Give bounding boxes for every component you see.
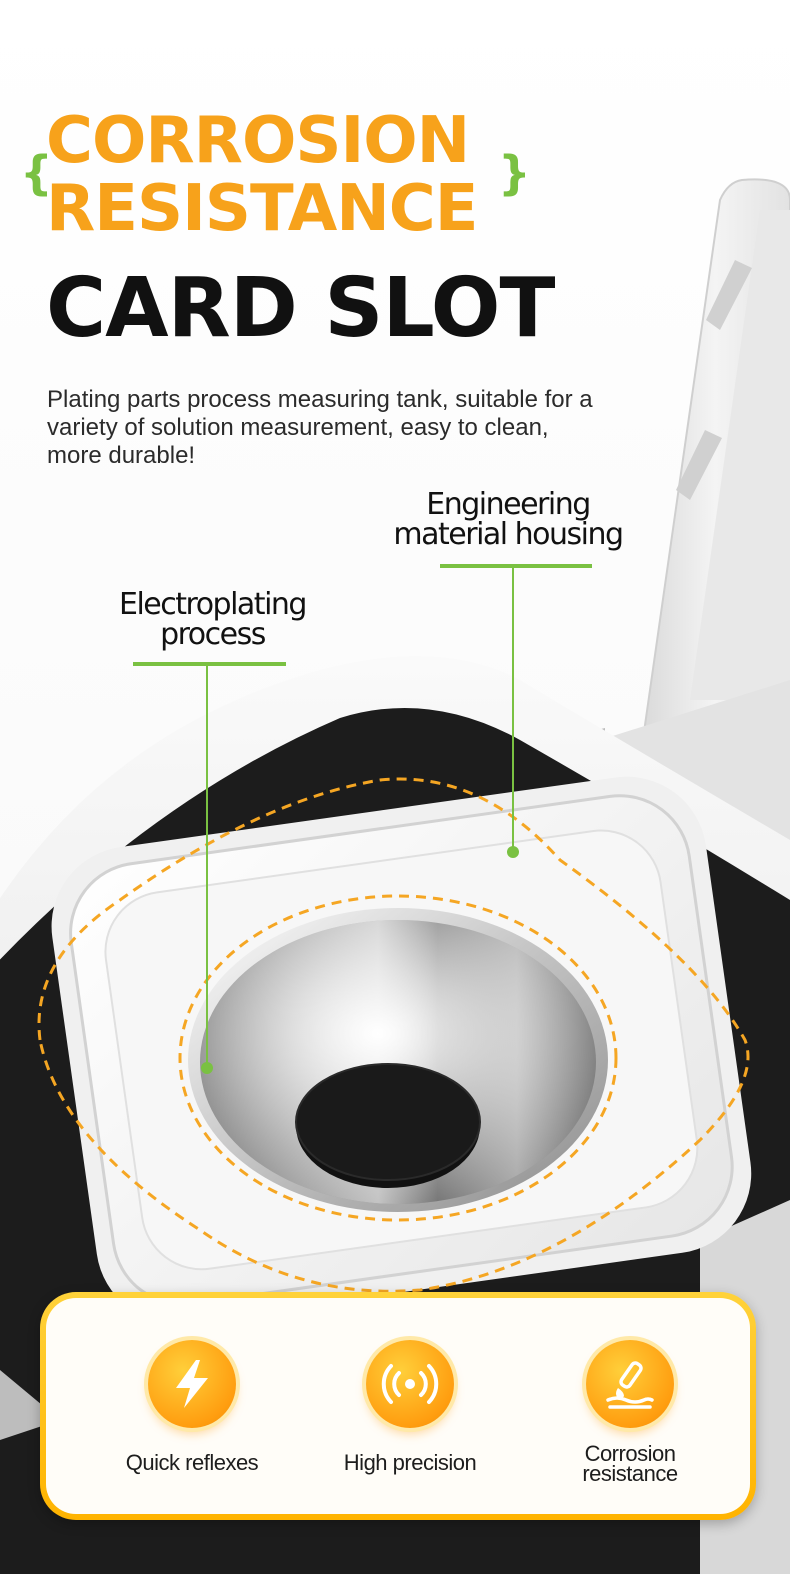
title-line-1: CORROSION [46,104,470,178]
feature-label-line1: Corrosion [584,1441,676,1466]
feature-label: Corrosion resistance [530,1441,730,1486]
feature-label: Quick reflexes [125,1450,259,1475]
callout-engineering-line1: Engineering [426,487,591,522]
feature-high-precision: High precision [310,1340,510,1474]
title-line-2: RESISTANCE [46,172,478,246]
lightning-icon [148,1340,236,1428]
title-card-slot: CARD SLOT [46,261,555,356]
feature-label: High precision [343,1450,477,1475]
features-card-inner: Quick reflexes High precision [46,1298,750,1514]
feature-corrosion-resistance: Corrosion resistance [530,1340,730,1486]
signal-icon [366,1340,454,1428]
callout-engineering-line2: material housing [393,517,624,552]
test-tube-drop-icon [586,1340,674,1428]
callout-electroplating-line2: process [160,617,266,652]
callout-engineering-housing: Engineering material housing [388,490,628,550]
callout-electroplating: Electroplating process [100,590,325,650]
features-card: Quick reflexes High precision [40,1292,756,1520]
feature-label-line2: resistance [582,1461,678,1486]
feature-quick-reflexes: Quick reflexes [92,1340,292,1474]
description-text: Plating parts process measuring tank, su… [47,386,593,469]
left-brace-icon: { [20,146,53,200]
callout-electroplating-line1: Electroplating [119,587,307,622]
right-brace-icon: } [498,146,531,200]
